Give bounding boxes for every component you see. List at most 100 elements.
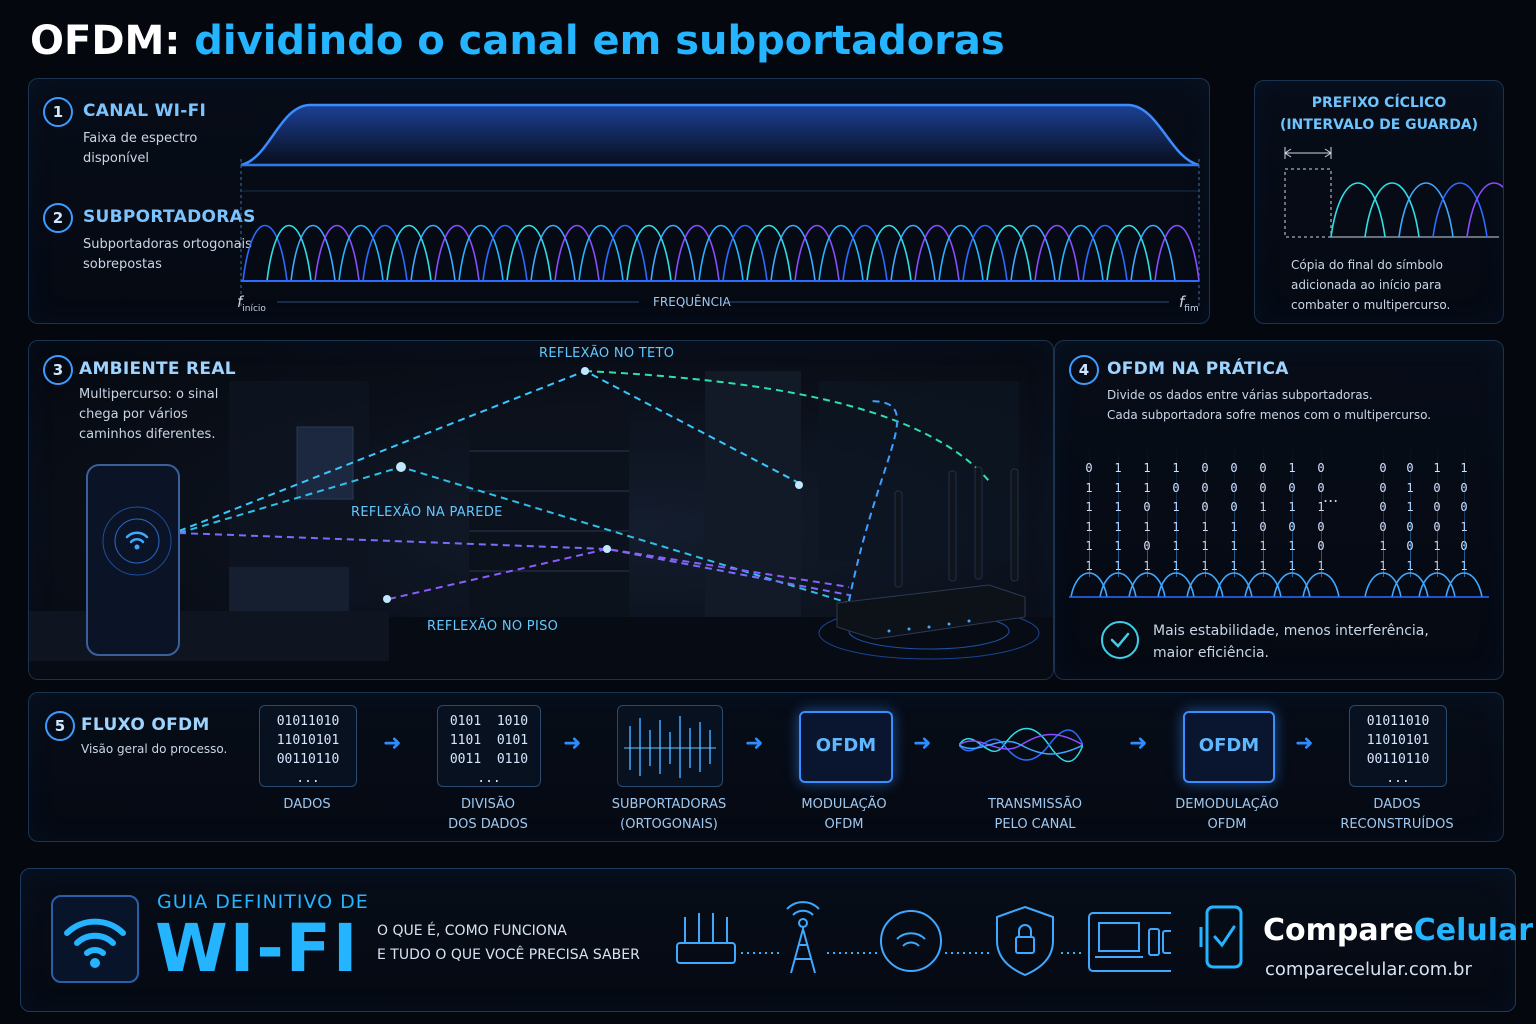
- bit-carrier-arc: [1244, 572, 1282, 598]
- ofdm-flow-panel: 5 FLUXO OFDM Visão geral do processo. 01…: [28, 692, 1504, 842]
- section-3-badge: 3: [43, 355, 73, 385]
- prefix-arc: [1398, 182, 1454, 238]
- subcarrier-arc: [602, 224, 648, 282]
- spectrum-graph: [240, 103, 1200, 309]
- check-icon: [1101, 621, 1139, 659]
- bit-carrier-arc: [1391, 572, 1429, 598]
- sofa: [229, 567, 349, 611]
- bit-column: 1 0 1 1 1 1: [1169, 459, 1183, 576]
- subcarrier-arc: [650, 224, 696, 282]
- title-subtitle: dividindo o canal em subportadoras: [194, 18, 1005, 64]
- section-2-heading: SUBPORTADORAS: [83, 207, 256, 227]
- flow-step-7-label-1: DADOS: [1373, 797, 1421, 812]
- flow-subcarriers-box: [617, 705, 723, 787]
- brand-url: comparecelular.com.br: [1265, 959, 1472, 980]
- flow-step-7-label-2: RECONSTRUÍDOS: [1340, 817, 1454, 832]
- subcarrier-arc: [938, 224, 984, 282]
- bit-carrier-arc: [1302, 572, 1340, 598]
- label-reflection-wall: REFLEXÃO NA PAREDE: [351, 505, 503, 520]
- prefix-desc-1: Cópia do final do símbolo: [1291, 258, 1443, 272]
- footer-banner: GUIA DEFINITIVO DE WI-FI O QUE É, COMO F…: [20, 868, 1533, 1012]
- freq-end-f: f: [1179, 293, 1185, 311]
- flow-subcarrier-lines: [624, 716, 716, 778]
- brand-name-a: Compare: [1263, 913, 1414, 948]
- section-4-desc-2: Cada subportadora sofre menos com o mult…: [1107, 408, 1432, 422]
- router-icon: [676, 913, 736, 964]
- subcarrier-arc: [746, 224, 792, 282]
- subcarrier-arc: [698, 224, 744, 282]
- subcarrier-arc: [578, 224, 624, 282]
- bit-carrier-arc: [1418, 572, 1456, 598]
- subcarrier-arc: [530, 224, 576, 282]
- flow-demodulation-text: OFDM: [1198, 735, 1260, 756]
- shelf-unit: [469, 411, 629, 631]
- reflection-node-ceiling: [581, 367, 589, 375]
- subcarrier-arc: [242, 224, 288, 282]
- subcarrier-arc: [386, 224, 432, 282]
- bit-carrier-arc: [1157, 572, 1195, 598]
- flow-modulation-text: OFDM: [815, 735, 877, 756]
- bit-column-line: [1321, 445, 1322, 577]
- benefit-line-1: Mais estabilidade, menos interferência,: [1153, 623, 1429, 639]
- freq-start-label: finício: [237, 293, 266, 314]
- bit-column: 0 0 1 0 1 1: [1256, 459, 1270, 576]
- flow-arrow-4: ➜: [913, 731, 932, 756]
- channel-envelope: [240, 103, 1200, 167]
- section-3-heading: AMBIENTE REAL: [79, 359, 236, 379]
- tagline-1: O QUE É, COMO FUNCIONA: [377, 923, 567, 939]
- ofdm-practice-panel: 4 OFDM NA PRÁTICA Divide os dados entre …: [1054, 340, 1504, 680]
- bit-column-line: [1263, 445, 1264, 577]
- subcarrier-arc: [794, 224, 840, 282]
- bit-column: 1 0 0 0 1 1: [1430, 459, 1444, 576]
- flow-step-5-label-1: TRANSMISSÃO: [987, 797, 1082, 812]
- wifi-logo-box: [51, 895, 139, 983]
- section-1-heading: CANAL WI-FI: [83, 101, 207, 121]
- bit-carrier-arc: [1099, 572, 1137, 598]
- subcarrier-arc: [434, 224, 480, 282]
- bit-carrier-arc: [1186, 572, 1224, 598]
- subcarrier-arc: [554, 224, 600, 282]
- subcarrier-arc: [1130, 224, 1176, 282]
- bit-column: 1 0 0 1 0 1: [1457, 459, 1471, 576]
- wifi-icon: [64, 918, 126, 968]
- label-reflection-floor: REFLEXÃO NO PISO: [427, 619, 559, 634]
- flow-modulation-box: OFDM: [799, 711, 893, 783]
- section-3-desc-3: caminhos diferentes.: [79, 427, 216, 442]
- subcarrier-arc: [506, 224, 552, 282]
- section-5-desc: Visão geral do processo.: [81, 742, 228, 756]
- pillar: [705, 371, 801, 621]
- bit-column-line: [1089, 445, 1090, 577]
- subcarrier-arcs: [242, 224, 1200, 282]
- bit-carrier-arc: [1215, 572, 1253, 598]
- flow-step-6-label-1: DEMODULAÇÃO: [1175, 797, 1279, 812]
- flow-step-1-label: DADOS: [283, 797, 331, 812]
- bit-column: 0 1 1 1 1 1: [1082, 459, 1096, 576]
- subcarrier-arc: [1058, 224, 1104, 282]
- title-ofdm: OFDM:: [30, 18, 181, 64]
- bit-carrier-arcs: [1069, 572, 1489, 598]
- router: [818, 466, 1040, 660]
- flow-arrow-5: ➜: [1129, 731, 1148, 756]
- bit-column-line: [1464, 445, 1465, 577]
- bit-column-line: [1176, 445, 1177, 577]
- subcarrier-arc: [962, 224, 1008, 282]
- window-right: [819, 381, 1019, 561]
- wifi-circle-icon: [880, 910, 942, 972]
- subcarrier-arc: [890, 224, 936, 282]
- bit-column-line: [1205, 445, 1206, 577]
- footer-icon-row: [676, 901, 1171, 977]
- bits-ellipsis: ...: [1323, 487, 1339, 506]
- tagline-2: E TUDO O QUE VOCÊ PRECISA SABER: [377, 947, 640, 963]
- brand-name-b: Celular: [1413, 913, 1534, 948]
- reflection-node-mid: [603, 545, 611, 553]
- flow-data-bits: 01011010 11010101 00110110 ...: [276, 714, 340, 786]
- bit-column: 0 0 0 0 1 1: [1376, 459, 1390, 576]
- antenna-tower-icon: [786, 901, 820, 974]
- flow-step-3-label-2: (ORTOGONAIS): [620, 817, 718, 832]
- bit-column-line: [1383, 445, 1384, 577]
- subcarrier-arc: [1034, 224, 1080, 282]
- subcarrier-arc: [842, 224, 888, 282]
- section-5-heading: FLUXO OFDM: [81, 715, 210, 735]
- flow-split-box: 0101 1010 1101 0101 0011 0110 ...: [437, 705, 541, 787]
- subcarrier-arc: [674, 224, 720, 282]
